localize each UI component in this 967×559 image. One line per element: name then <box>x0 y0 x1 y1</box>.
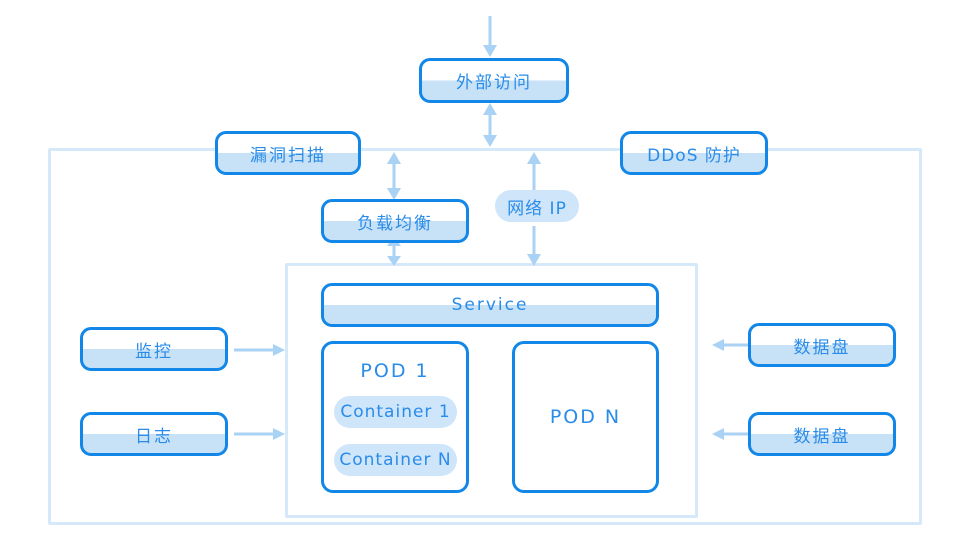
external-to-lb-arrow <box>478 103 502 147</box>
node-logging[interactable]: 日志 <box>80 412 228 456</box>
node-network-ip[interactable]: 网络 IP <box>495 190 579 222</box>
node-monitoring[interactable]: 监控 <box>80 327 228 371</box>
node-ddos-protection[interactable]: DDoS 防护 <box>620 131 768 175</box>
top-inbound-arrow <box>478 16 502 58</box>
node-external-access[interactable]: 外部访问 <box>419 58 569 103</box>
network-ip-up-arrow <box>522 152 546 194</box>
node-container-1[interactable]: Container 1 <box>334 396 457 428</box>
kubernetes-cluster-zone <box>285 263 698 518</box>
lb-upper-arrow <box>382 152 406 200</box>
node-vulnerability-scan[interactable]: 漏洞扫描 <box>215 131 361 175</box>
node-data-disk-2[interactable]: 数据盘 <box>748 412 896 456</box>
node-pod-n[interactable]: POD N <box>512 341 659 493</box>
node-service[interactable]: Service <box>321 283 659 327</box>
network-ip-down-arrow <box>522 226 546 266</box>
node-pod-1[interactable]: POD 1 Container 1 Container N <box>321 341 469 493</box>
cloud-boundary-zone <box>48 148 922 525</box>
node-data-disk-1[interactable]: 数据盘 <box>748 323 896 367</box>
pod-n-label: POD N <box>549 406 622 428</box>
logging-arrow <box>234 424 286 444</box>
node-load-balancer[interactable]: 负载均衡 <box>321 199 469 243</box>
node-container-n[interactable]: Container N <box>334 444 457 476</box>
monitoring-arrow <box>234 340 286 360</box>
pod-1-label: POD 1 <box>360 360 430 382</box>
